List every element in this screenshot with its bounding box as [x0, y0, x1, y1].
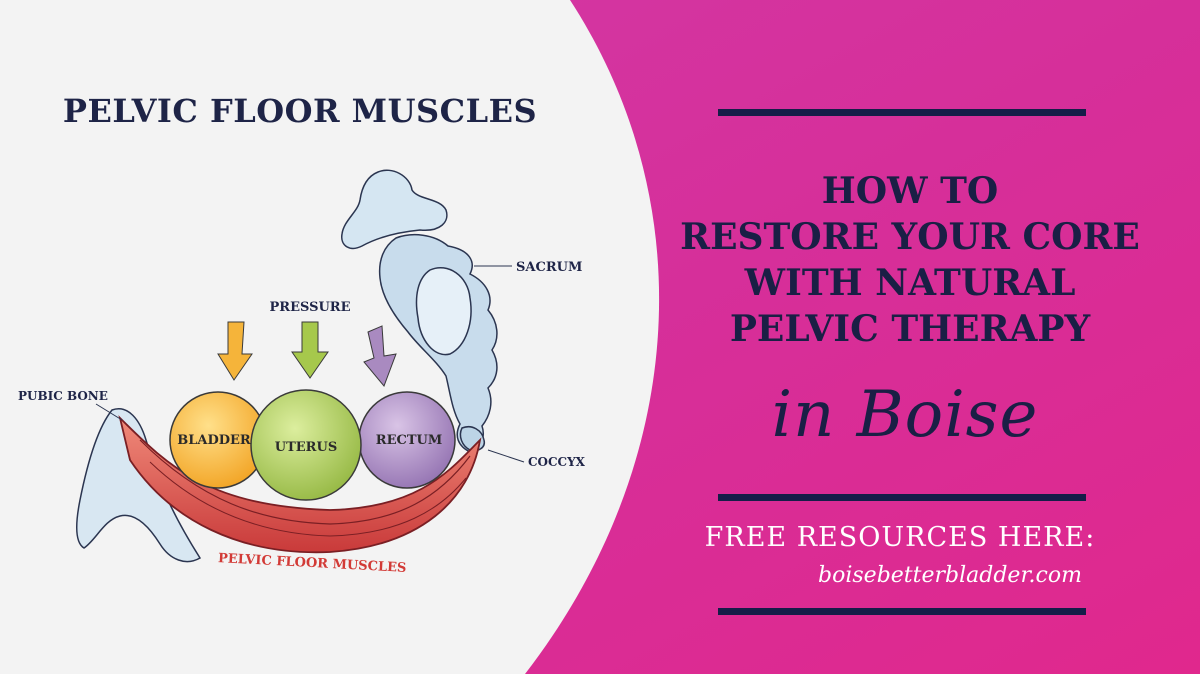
- sacrum-label: SACRUM: [516, 260, 582, 275]
- top-divider: [718, 109, 1086, 116]
- muscle-fiber-line: [149, 461, 467, 537]
- sacrum-illustration: [341, 169, 498, 453]
- middle-divider: [718, 494, 1086, 501]
- pressure-arrow-uterus: [291, 321, 329, 379]
- pressure-arrow-bladder: [217, 321, 253, 381]
- rectum-label: RECTUM: [376, 433, 442, 448]
- bottom-divider: [718, 608, 1086, 615]
- headline-line-3: WITH NATURAL: [744, 262, 1076, 304]
- coccyx-label: COCCYX: [528, 455, 586, 469]
- headline-line-1: HOW TO: [821, 170, 999, 212]
- pubic-bone-label: PUBIC BONE: [18, 389, 108, 403]
- muscle-fiber-line: [139, 439, 471, 525]
- coccyx-leader-line: [487, 449, 525, 463]
- headline: HOW TO RESTORE YOUR CORE WITH NATURAL PE…: [660, 168, 1160, 352]
- website-link[interactable]: boisebetterbladder.com: [818, 563, 1082, 588]
- uterus-label: UTERUS: [275, 440, 337, 455]
- bladder-label: BLADDER: [177, 433, 251, 448]
- pelvic-floor-muscle: [118, 415, 482, 554]
- script-location-text: in Boise: [771, 378, 1039, 452]
- pressure-label: PRESSURE: [269, 300, 350, 315]
- diagram-title: PELVIC FLOOR MUSCLES: [62, 92, 538, 130]
- headline-line-2: RESTORE YOUR CORE: [680, 216, 1140, 258]
- free-resources-text: FREE RESOURCES HERE:: [704, 522, 1096, 553]
- muscles-label: PELVIC FLOOR MUSCLES: [218, 551, 407, 576]
- uterus-circle: [250, 389, 362, 501]
- pressure-arrow-rectum: [363, 325, 397, 387]
- headline-line-4: PELVIC THERAPY: [729, 308, 1091, 350]
- pubic-bone-leader-line: [95, 403, 123, 421]
